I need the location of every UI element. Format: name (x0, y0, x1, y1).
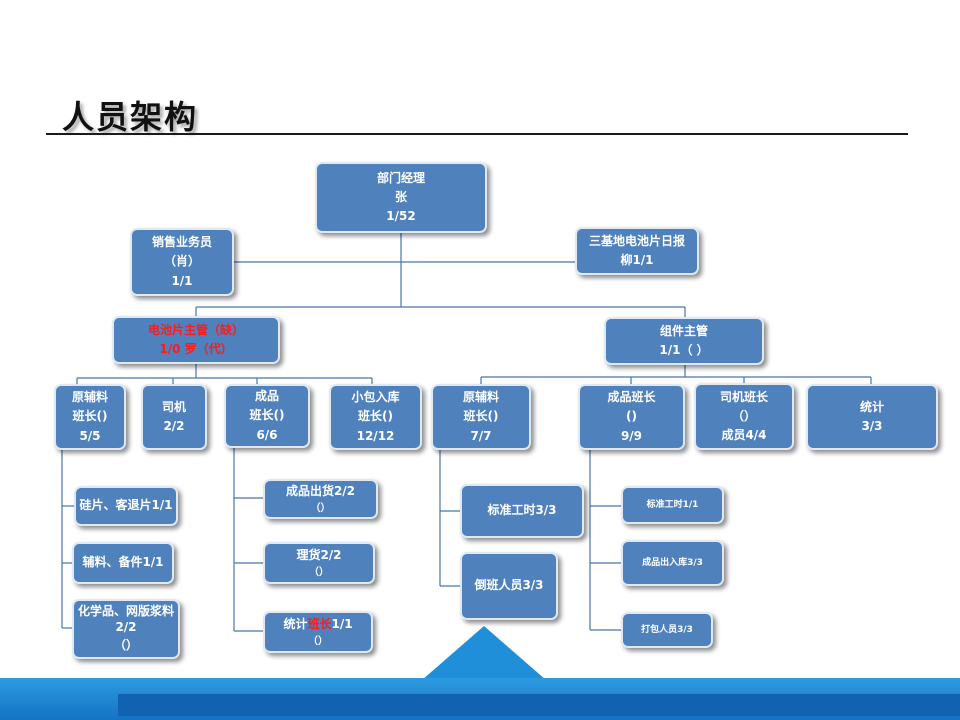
node-department-manager: 部门经理 张 1/52 (315, 162, 487, 233)
node-line: 5/5 (79, 428, 101, 443)
node-cell-supervisor: 电池片主管（缺） 1/0 罗（代） (112, 316, 280, 364)
node-line: 原辅料 (462, 390, 499, 405)
node-line: 班长() (249, 408, 285, 423)
node-line: 成品 (254, 389, 279, 404)
node-line: 班长() (463, 409, 499, 424)
node-line: （） (309, 567, 329, 579)
node-line: 理货2/2 (296, 547, 342, 562)
node-line: 1/52 (386, 209, 416, 224)
footer-triangle (422, 626, 546, 680)
node-line: 班长() (72, 409, 108, 424)
node-line: 1/1（ ） (659, 343, 709, 357)
node-text: 统计 (283, 616, 308, 631)
node-line: 倒班人员3/3 (474, 578, 544, 593)
node-line: 1/0 罗（代） (159, 342, 233, 356)
node-line: 部门经理 (376, 170, 425, 185)
node-line: 统计班长1/1 (283, 615, 352, 634)
node-standard-hours-small: 标准工时1/1 (621, 486, 724, 524)
node-line: 销售业务员 (151, 235, 212, 250)
node-line: 统计 (859, 399, 884, 414)
node-module-finished-goods: 成品班长 () 9/9 (578, 384, 685, 450)
node-line: 班长() (358, 409, 393, 424)
node-module-driver: 司机班长 （） 成员4/4 (694, 383, 794, 450)
node-wafer-returns: 硅片、客退片1/1 (74, 486, 178, 526)
node-module-supervisor: 组件主管 1/1（ ） (604, 317, 764, 365)
node-line: （） (113, 638, 138, 653)
node-line: 化学品、网版浆料2/2 (78, 603, 175, 635)
node-aux-spares: 辅料、备件1/1 (72, 542, 174, 584)
node-shipping: 成品出货2/2 （） (263, 479, 378, 519)
title-divider (46, 133, 908, 135)
node-packers: 打包人员3/3 (621, 612, 713, 648)
node-sorting: 理货2/2 （） (263, 542, 375, 584)
node-line: 成品出入库3/3 (642, 557, 703, 568)
node-text-highlight: 班长 (307, 616, 332, 631)
node-line: （） (310, 503, 331, 515)
node-line: 成员4/4 (721, 428, 767, 443)
node-line: （肖） (163, 254, 200, 269)
node-line: 司机 (161, 399, 186, 414)
node-line: 组件主管 (659, 323, 708, 338)
node-line: 柳1/1 (620, 253, 654, 267)
footer-inner-band (118, 694, 960, 716)
node-line: 9/9 (620, 428, 643, 443)
node-line: 张 (394, 189, 407, 204)
node-line: 6/6 (256, 427, 278, 442)
node-line: 成品出货2/2 (285, 483, 356, 498)
node-line: 辅料、备件1/1 (82, 555, 164, 570)
node-cell-small-pack: 小包入库 班长() 12/12 (329, 384, 422, 450)
node-line: 7/7 (470, 428, 492, 443)
node-line: 硅片、客退片1/1 (79, 498, 173, 513)
node-line: 1/1 (171, 273, 193, 288)
node-line: 3/3 (861, 419, 883, 433)
node-line: 2/2 (163, 419, 185, 433)
node-module-statistics: 统计 3/3 (806, 384, 938, 450)
node-statistics-lead: 统计班长1/1 （） (263, 611, 373, 653)
node-line: 司机班长 (719, 389, 768, 404)
node-line: 成品班长 (607, 390, 656, 405)
node-standard-hours: 标准工时3/3 (460, 484, 584, 538)
node-line: 标准工时1/1 (646, 499, 699, 510)
page-title: 人员架构 (62, 98, 199, 136)
node-cell-finished-goods: 成品 班长() 6/6 (224, 384, 310, 448)
node-line: () (626, 409, 637, 424)
node-line: 12/12 (356, 428, 395, 443)
node-line: 电池片主管（缺） (147, 322, 244, 337)
node-chemicals: 化学品、网版浆料2/2 （） (72, 599, 180, 659)
node-module-raw-materials: 原辅料 班长() 7/7 (431, 384, 531, 450)
node-line: 小包入库 (351, 390, 400, 405)
node-line: 标准工时3/3 (487, 503, 557, 518)
node-cell-driver: 司机 2/2 (141, 384, 207, 450)
node-finished-inout: 成品出入库3/3 (621, 540, 724, 586)
node-cell-raw-materials: 原辅料 班长() 5/5 (54, 384, 126, 450)
node-line: 三基地电池片日报 (588, 233, 685, 248)
node-line: （） (731, 408, 756, 423)
node-daily-report: 三基地电池片日报 柳1/1 (575, 227, 699, 275)
node-line: 原辅料 (71, 390, 108, 405)
node-shift-workers: 倒班人员3/3 (460, 552, 558, 620)
node-text: 1/1 (331, 616, 353, 631)
node-sales: 销售业务员 （肖） 1/1 (130, 228, 234, 296)
node-line: 打包人员3/3 (641, 624, 693, 635)
node-line: （） (308, 636, 328, 648)
